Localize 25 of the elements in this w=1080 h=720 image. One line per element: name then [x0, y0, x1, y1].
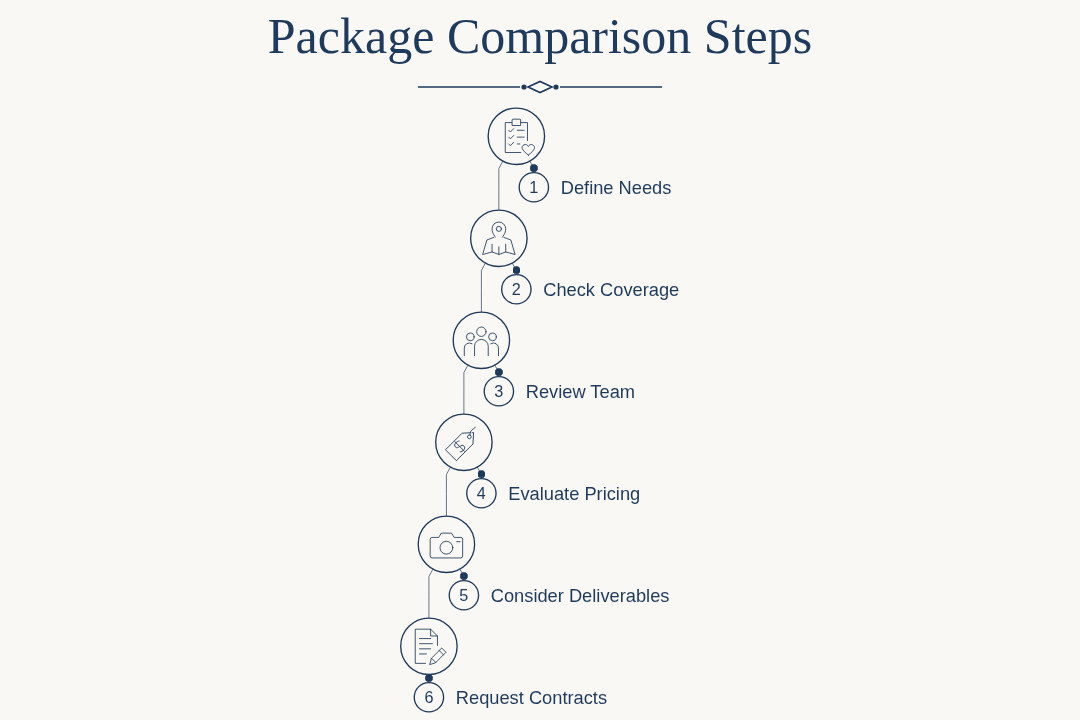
step-label: Consider Deliverables: [490, 584, 670, 606]
step-label: Request Contracts: [455, 686, 608, 708]
step-label: Define Needs: [560, 176, 672, 198]
icon-circle: [470, 209, 528, 268]
icon-circle: [435, 413, 493, 472]
connector-line: [463, 364, 469, 415]
connector-line: [424, 674, 433, 683]
step-number-circle: 3: [483, 375, 515, 407]
step-label: Evaluate Pricing: [508, 482, 641, 504]
connector-line: [446, 466, 451, 517]
step-number-circle: 4: [466, 477, 497, 509]
icon-circle: [487, 107, 546, 166]
step-number-circle: 2: [501, 273, 532, 305]
connector-line: [498, 160, 504, 211]
step-number-circle: 1: [518, 171, 550, 203]
connector-line: [481, 262, 486, 313]
step-number-circle: 5: [448, 579, 480, 611]
icon-circle: [417, 515, 476, 574]
title: Package Comparison Steps: [267, 8, 813, 66]
step-label: Check Coverage: [543, 278, 680, 300]
icon-circle: [400, 617, 458, 676]
connector-line: [428, 568, 434, 619]
step-number-circle: 6: [413, 681, 445, 713]
icon-circle: [452, 311, 511, 370]
step-label: Review Team: [525, 380, 636, 402]
